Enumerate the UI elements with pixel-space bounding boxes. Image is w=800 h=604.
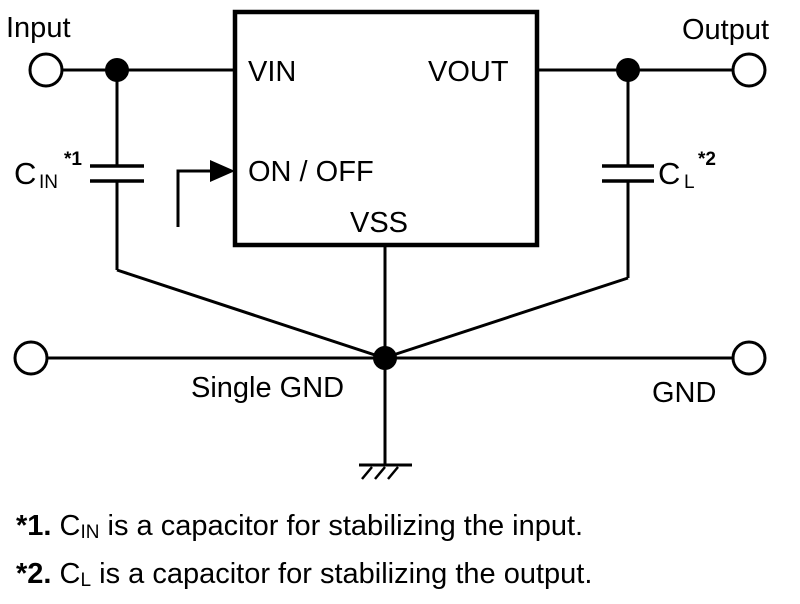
gnd-terminal-right <box>731 340 767 376</box>
gnd-terminal-left <box>13 340 49 376</box>
cin-ground-diagonal <box>116 268 385 360</box>
svg-text:C: C <box>14 156 36 191</box>
footnote-2-text: is a capacitor for stabilizing the outpu… <box>91 558 593 590</box>
input-label: Input <box>6 12 71 44</box>
output-junction-dot <box>616 58 640 82</box>
footnote-2-cap: CL <box>59 558 92 591</box>
input-terminal <box>28 52 64 88</box>
pin-vout-label: VOUT <box>428 56 509 88</box>
footnote-1-text: is a capacitor for stabilizing the input… <box>99 510 584 542</box>
earth-ground-icon <box>359 463 412 480</box>
on-off-control-line <box>176 169 218 227</box>
pin-on-off-label: ON / OFF <box>248 156 374 188</box>
footnote-2-marker: *2. <box>16 558 52 590</box>
svg-text:C: C <box>658 156 680 191</box>
footnote-1-marker: *1. <box>16 510 52 542</box>
cl-ground-diagonal <box>383 276 629 360</box>
cl-label: C L *2 <box>658 149 716 193</box>
footnote-1-cap: CIN <box>59 510 100 543</box>
output-terminal <box>731 52 767 88</box>
on-off-arrowhead-icon <box>210 160 235 182</box>
output-label: Output <box>682 14 769 46</box>
pin-vss-label: VSS <box>350 207 408 239</box>
single-gnd-junction-dot <box>373 346 397 370</box>
svg-text:*2: *2 <box>698 149 716 170</box>
gnd-label: GND <box>652 377 716 409</box>
input-junction-dot <box>105 58 129 82</box>
footnote-2: *2. CL is a capacitor for stabilizing th… <box>16 558 592 592</box>
svg-text:L: L <box>684 172 695 193</box>
svg-text:IN: IN <box>39 172 58 193</box>
cin-label: C IN *1 <box>14 149 82 193</box>
pin-vin-label: VIN <box>248 56 296 88</box>
footnote-1: *1. CIN is a capacitor for stabilizing t… <box>16 510 583 544</box>
single-gnd-label: Single GND <box>191 372 344 404</box>
svg-text:*1: *1 <box>64 149 82 170</box>
